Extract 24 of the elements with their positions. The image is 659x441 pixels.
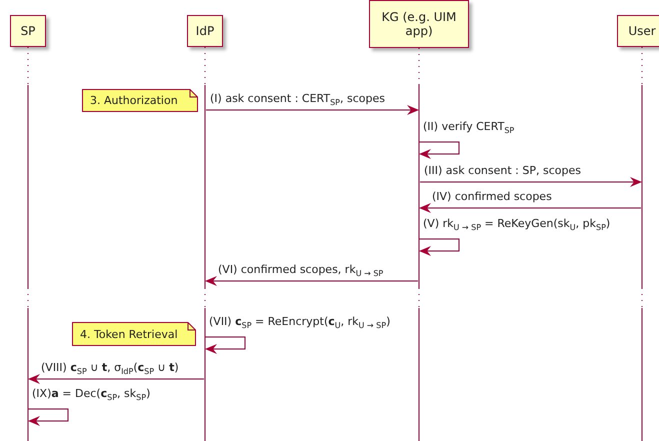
- message-arrow: [420, 177, 642, 187]
- participant-box: User: [617, 15, 659, 47]
- edge-label: (III) ask consent : SP, scopes: [423, 164, 582, 177]
- message-arrow: [204, 336, 246, 354]
- message-arrow: [28, 408, 68, 426]
- participant-box: IdP: [187, 15, 223, 47]
- message-arrow: [418, 142, 460, 159]
- participant-box: SP: [10, 15, 46, 47]
- message-arrow: [206, 105, 419, 115]
- edge-label: (VIII) c$_{SP}$ ∪ t, σ$_{IdP}$(c$_{SP}$ ∪ t): [40, 361, 180, 374]
- note: 4. Token Retrieval: [72, 322, 196, 346]
- edge-label: (V) rk$_{U → SP}$ = ReKeyGen(sk$_{U}$, pk$_{SP}$): [422, 217, 612, 230]
- edge-label: (IV) confirmed scopes: [431, 190, 553, 203]
- message-arrow: [418, 238, 460, 256]
- message-arrow: [205, 276, 418, 286]
- message-arrow: [28, 374, 204, 384]
- edge-label: (VI) confirmed scopes, rk$_{U → SP}$: [217, 263, 384, 276]
- participant-box: KG (e.g. UIM app): [369, 0, 469, 48]
- message-arrow: [419, 203, 642, 213]
- note: 3. Authorization: [82, 89, 198, 112]
- edge-label: (II) verify CERT$_{SP}$: [422, 120, 516, 133]
- edge-label: (IX)a = Dec(c$_{SP}$, sk$_{SP}$): [31, 387, 152, 400]
- edge-label: (I) ask consent : CERT$_{SP}$, scopes: [209, 92, 386, 105]
- edge-label: (VII) c$_{SP}$ = ReEncrypt(c$_{U}$, rk$_{U → SP}$): [208, 315, 392, 328]
